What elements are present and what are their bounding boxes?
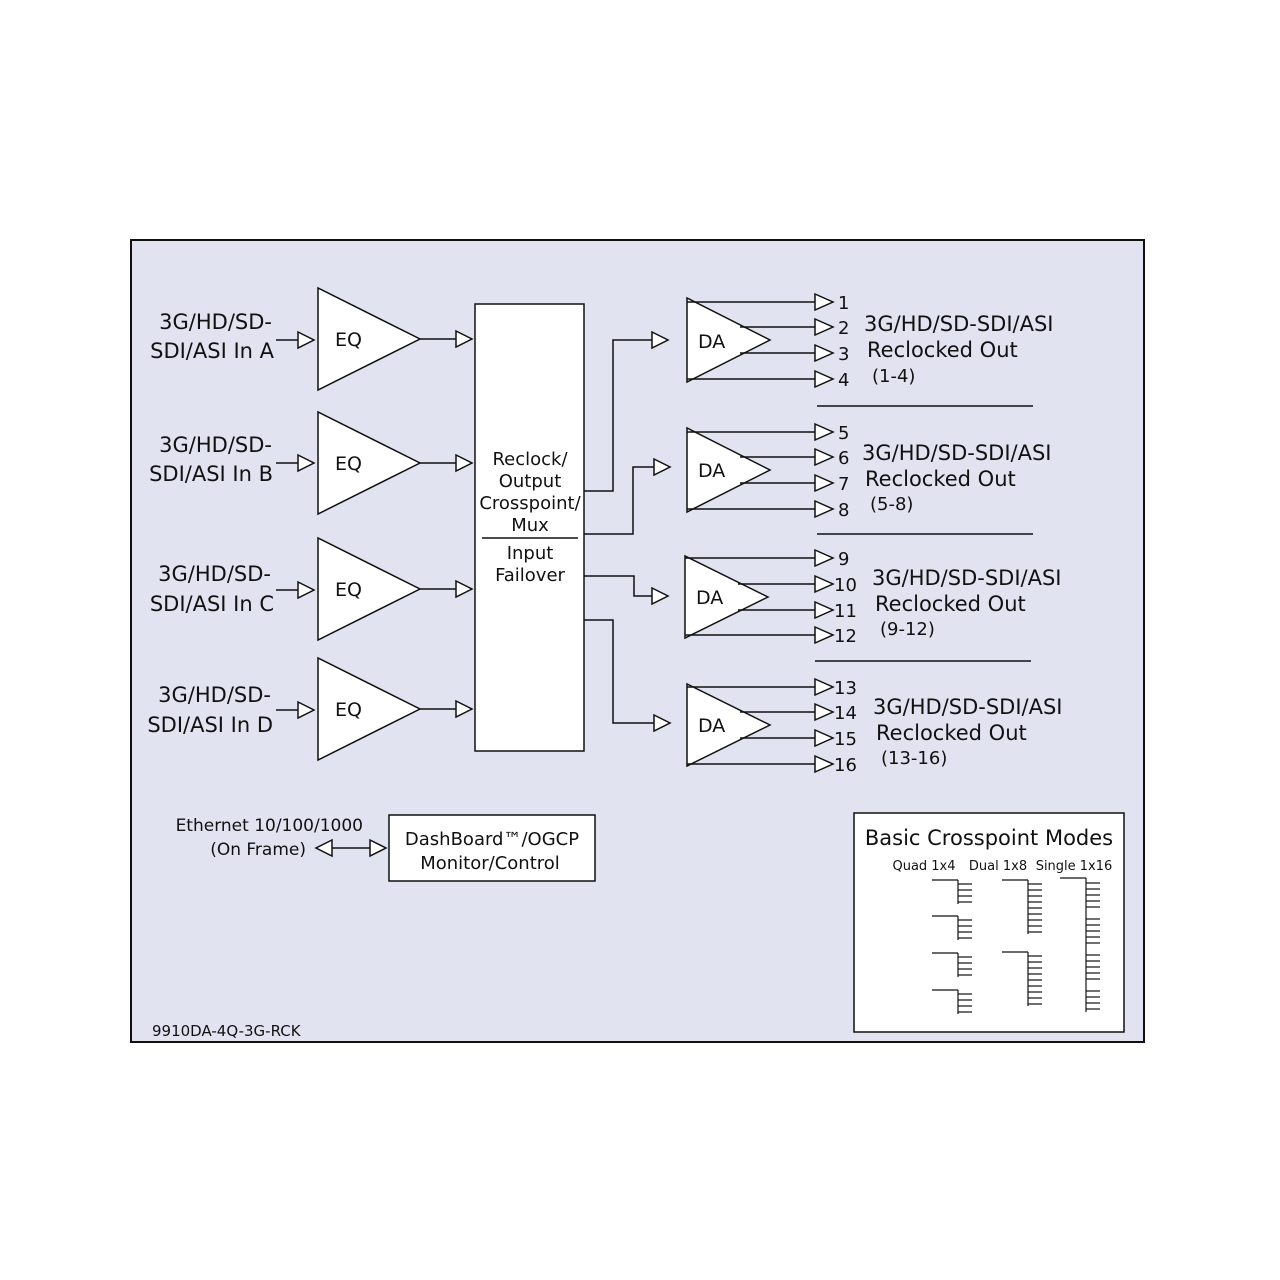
quad-mode-icon-1 [932,879,972,904]
eq-label-a: EQ [335,329,362,351]
quad-mode-icon-4 [932,989,972,1014]
input-c-line1: 3G/HD/SD- [158,562,271,586]
eq-output-arrows [420,329,474,719]
control-line2: Monitor/Control [420,853,560,874]
input-label-b: 3G/HD/SD- SDI/ASI In B [149,433,273,486]
output-10: 10 [834,575,857,596]
output-1: 1 [838,293,849,314]
da-label-3: DA [696,587,723,609]
output-5: 5 [838,423,849,444]
output-15: 15 [834,729,857,750]
input-d-line1: 3G/HD/SD- [158,683,271,707]
eq-label-c: EQ [335,579,362,601]
group-2-range: (5-8) [870,494,913,515]
output-11: 11 [834,601,857,622]
mode-single-label: Single 1x16 [1036,859,1113,874]
group-4-range: (13-16) [881,748,947,769]
single-mode-icon [1060,877,1100,1012]
output-6: 6 [838,448,849,469]
group-3-title: 3G/HD/SD-SDI/ASI [872,566,1061,590]
quad-mode-icon-2 [932,915,972,940]
input-label-c: 3G/HD/SD- SDI/ASI In C [150,562,274,616]
group-1-subtitle: Reclocked Out [867,338,1018,362]
group-1-title: 3G/HD/SD-SDI/ASI [864,312,1053,336]
crosspoint-line-1: Reclock/ [492,449,568,470]
output-8: 8 [838,500,849,521]
input-label-a: 3G/HD/SD- SDI/ASI In A [150,310,275,363]
group-4-subtitle: Reclocked Out [876,721,1027,745]
dual-mode-icon-1 [1002,879,1042,934]
part-number: 9910DA-4Q-3G-RCK [152,1022,302,1040]
output-13: 13 [834,678,857,699]
group-2-title: 3G/HD/SD-SDI/ASI [862,441,1051,465]
output-4: 4 [838,370,849,391]
output-7: 7 [838,474,849,495]
group-2-subtitle: Reclocked Out [865,467,1016,491]
group-4-title: 3G/HD/SD-SDI/ASI [873,695,1062,719]
output-16: 16 [834,755,857,776]
output-12: 12 [834,626,857,647]
input-label-d: 3G/HD/SD- SDI/ASI In D [147,683,273,737]
output-9: 9 [838,549,849,570]
output-2: 2 [838,318,849,339]
da-label-4: DA [698,715,725,737]
input-b-line2: SDI/ASI In B [149,462,273,486]
eq-amplifier-d: EQ [317,656,422,762]
ethernet-section: Ethernet 10/100/1000 (On Frame) DashBoar… [176,814,596,882]
control-line1: DashBoard™/OGCP [405,829,579,850]
failover-line-2: Failover [495,565,565,586]
da-group-1: DA 1 2 3 4 3G/HD/SD-SDI/ASI Reclocked Ou… [686,292,1053,391]
group-1-range: (1-4) [872,366,915,387]
da-group-3: DA 9 10 11 12 3G/HD/SD-SDI/ASI Reclocked… [684,548,1061,647]
quad-mode-icon-3 [932,952,972,977]
ethernet-line2: (On Frame) [210,840,306,860]
crosspoint-to-da-lines [584,330,672,733]
input-a-line2: SDI/ASI In A [150,339,275,363]
da-label-2: DA [698,460,725,482]
ethernet-line1: Ethernet 10/100/1000 [176,816,363,836]
modes-title: Basic Crosspoint Modes [865,826,1113,850]
group-3-range: (9-12) [880,619,935,640]
group-3-subtitle: Reclocked Out [875,592,1026,616]
dashboard-control-box [388,814,596,882]
mode-dual-label: Dual 1x8 [969,859,1027,874]
da-group-2: DA 5 6 7 8 3G/HD/SD-SDI/ASI Reclocked Ou… [686,422,1051,521]
crosspoint-box: Reclock/ Output Crosspoint/ Mux Input Fa… [474,303,585,752]
eq-amplifier-c: EQ [317,536,422,642]
input-a-line1: 3G/HD/SD- [159,310,272,334]
da-group-4: DA 13 14 15 16 3G/HD/SD-SDI/ASI Reclocke… [686,677,1062,776]
eq-amplifier-b: EQ [317,410,422,516]
crosspoint-line-2: Output [499,471,562,492]
mode-quad-label: Quad 1x4 [892,859,955,874]
input-arrows [276,330,316,720]
input-c-line2: SDI/ASI In C [150,592,274,616]
eq-label-d: EQ [335,699,362,721]
input-b-line1: 3G/HD/SD- [159,433,272,457]
eq-amplifier-a: EQ [317,286,422,392]
da-label-1: DA [698,331,725,353]
crosspoint-line-3: Crosspoint/ [479,493,581,514]
failover-line-1: Input [507,543,554,564]
crosspoint-line-4: Mux [511,515,549,536]
output-3: 3 [838,344,849,365]
input-d-line2: SDI/ASI In D [147,713,273,737]
eq-label-b: EQ [335,453,362,475]
output-14: 14 [834,703,857,724]
mode-icons [932,877,1100,1014]
dual-mode-icon-2 [1002,951,1042,1006]
crosspoint-modes-box: Basic Crosspoint Modes Quad 1x4 Dual 1x8… [853,812,1125,1033]
